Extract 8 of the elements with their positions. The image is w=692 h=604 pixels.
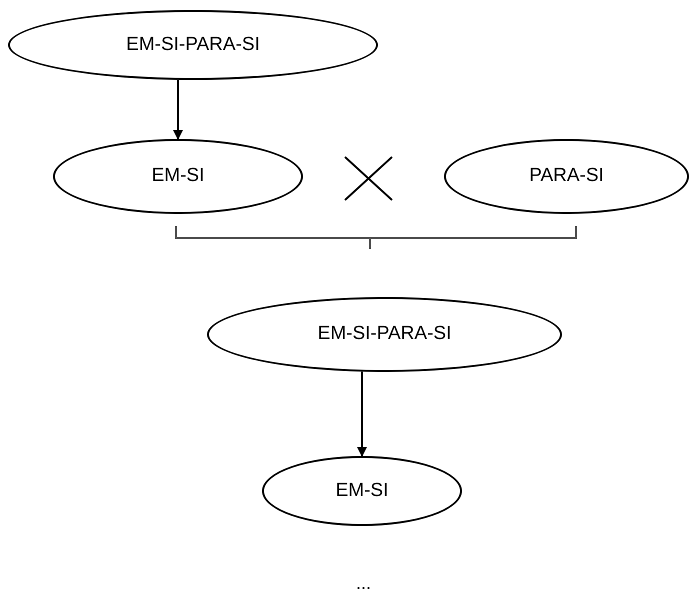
- node-label: PARA-SI: [529, 164, 604, 188]
- ellipsis-text: ...: [356, 572, 372, 595]
- arrow: [357, 372, 367, 457]
- node-label: EM-SI-PARA-SI: [126, 32, 260, 57]
- arrow: [173, 80, 183, 140]
- node-label: EM-SI: [152, 164, 204, 188]
- node-label: EM-SI: [336, 478, 388, 503]
- node-label: EM-SI-PARA-SI: [318, 322, 452, 346]
